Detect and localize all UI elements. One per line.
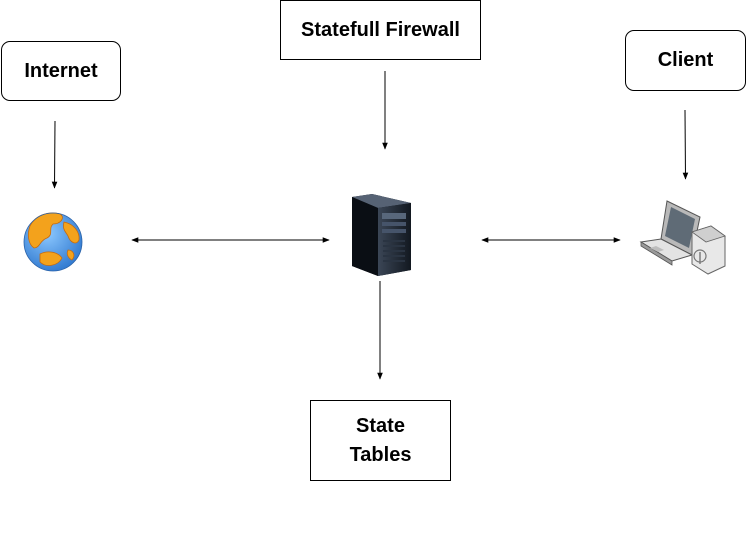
internet-label: Internet — [24, 59, 98, 82]
internet-label-box: Internet — [1, 41, 121, 101]
server-tower-icon — [352, 194, 411, 276]
client-down-arrow — [682, 109, 689, 180]
internet-down-arrow — [51, 120, 58, 189]
state-tables-box: State Tables — [310, 400, 451, 481]
firewall-label-box: Statefull Firewall — [280, 0, 481, 60]
globe-icon — [23, 212, 83, 272]
laptop-icon — [639, 200, 726, 275]
firewall-label: Statefull Firewall — [301, 18, 460, 41]
state-tables-label-line2: Tables — [349, 443, 412, 466]
client-label: Client — [657, 49, 714, 71]
state-tables-label-line1: State — [356, 414, 405, 437]
client-label-box: Client — [625, 30, 746, 91]
